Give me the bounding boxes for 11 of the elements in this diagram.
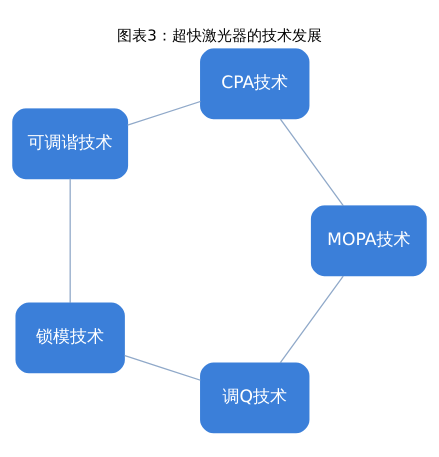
diagram-title: 图表3：超快激光器的技术发展 [117, 26, 322, 45]
connector [127, 100, 201, 126]
node-box: 锁模技术 [15, 302, 125, 374]
node-box: CPA技术 [200, 48, 310, 120]
connector [124, 354, 201, 381]
node-box: 调Q技术 [200, 362, 310, 434]
connector [280, 276, 344, 364]
connector [70, 178, 71, 303]
node-box: 可调谐技术 [12, 108, 128, 180]
node-box: MOPA技术 [310, 205, 427, 276]
connector [280, 118, 344, 206]
